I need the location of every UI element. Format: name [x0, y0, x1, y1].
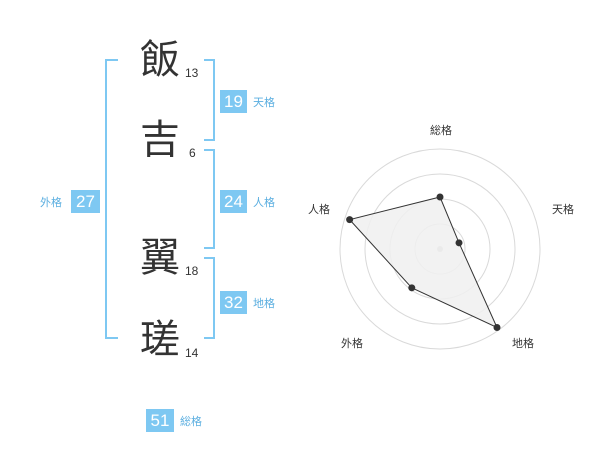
radar-axis-label-jinkaku: 人格 [308, 202, 330, 216]
jinkaku-value-badge: 24 [220, 190, 247, 213]
tenkaku-bracket [204, 59, 215, 141]
stroke-count-3: 18 [185, 264, 199, 278]
radar-axis-label-tenkaku: 天格 [552, 202, 574, 216]
radar-axis-label-gaikaku: 外格 [341, 336, 363, 350]
name-char-3: 翼 [140, 235, 180, 281]
radar-series-polygon [348, 196, 499, 329]
gaikaku-label: 外格 [40, 196, 62, 209]
radar-chart [339, 148, 541, 350]
radar-point-3 [408, 284, 416, 292]
radar-grid-ring [364, 173, 516, 325]
radar-point-1 [455, 239, 463, 247]
jinkaku-label: 人格 [253, 196, 275, 209]
radar-axis-label-chikaku: 地格 [512, 336, 534, 350]
radar-grid-ring [339, 148, 541, 350]
chikaku-label: 地格 [253, 297, 275, 310]
name-char-2: 吉 [140, 117, 180, 163]
jinkaku-bracket [204, 149, 215, 249]
name-char-1: 飯 [140, 37, 180, 83]
radar-point-4 [346, 216, 354, 224]
soukaku-value-badge: 51 [146, 409, 174, 432]
radar-point-0 [436, 193, 444, 201]
chikaku-bracket [204, 257, 215, 339]
radar-axis-label-soukaku: 総格 [430, 123, 452, 137]
stroke-count-1: 13 [185, 66, 199, 80]
tenkaku-value-badge: 19 [220, 90, 247, 113]
soukaku-label: 総格 [180, 415, 202, 428]
name-char-4: 瑳 [140, 317, 180, 363]
gaikaku-bracket [105, 59, 118, 339]
stroke-count-2: 6 [189, 146, 196, 160]
tenkaku-label: 天格 [253, 96, 275, 109]
chikaku-value-badge: 32 [220, 291, 247, 314]
stroke-count-4: 14 [185, 346, 199, 360]
gaikaku-value-badge: 27 [71, 190, 100, 213]
radar-point-2 [493, 323, 501, 331]
